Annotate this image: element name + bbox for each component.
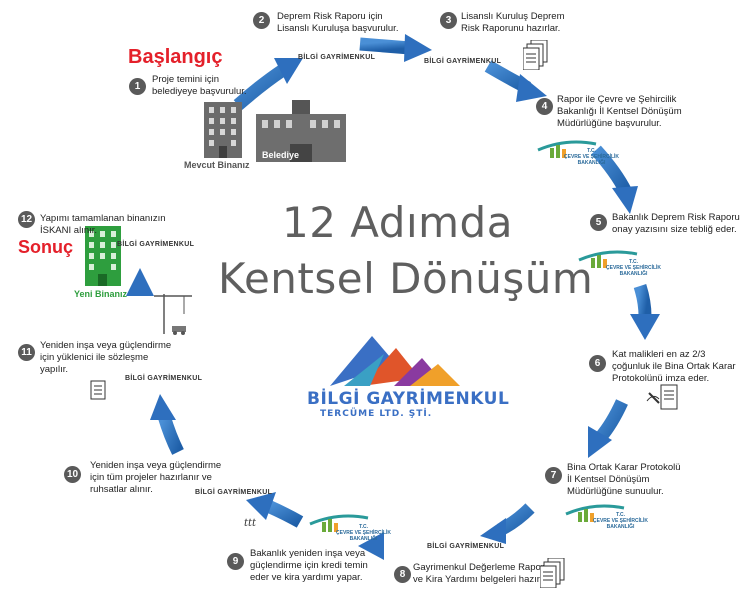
step-text-8: Gayrimenkul Değerleme Raporu ve Kira Yar… (413, 562, 561, 585)
arrow-6-7 (588, 399, 628, 458)
arrow-4-5 (591, 145, 638, 214)
step-text-9: Bakanlık yeniden inşa veya güçlendirme i… (250, 548, 368, 583)
step-text-2: Deprem Risk Raporu için Lisanslı Kuruluş… (277, 11, 399, 34)
start-label: Başlangıç (128, 46, 223, 68)
document-stack-icon-8 (540, 558, 565, 588)
ministry-logo-icon-7 (565, 504, 625, 522)
step-text-7: Bina Ortak Karar Protokolü İl Kentsel Dö… (567, 462, 681, 497)
ministry-logo-icon-4 (537, 140, 597, 158)
ministry-text-7: T.C. ÇEVRE VE ŞEHİRCİLİK BAKANLIĞI (593, 512, 649, 530)
step-text-6: Kat malikleri en az 2/3 çoğunluk ile Bin… (612, 349, 736, 384)
existing-building-icon (204, 102, 242, 158)
arrow-8-9 (358, 532, 422, 560)
brand-logo-icon (330, 336, 460, 386)
ministry-text-4: T.C. ÇEVRE VE ŞEHİRCİLİK BAKANLIĞI (564, 148, 620, 166)
existing-building-label: Mevcut Binanız (184, 160, 250, 170)
step-text-1: Proje temini için belediyeye başvurulur. (152, 74, 247, 97)
title-line-1: 12 Adımda (282, 198, 513, 247)
crane-icon (154, 294, 192, 335)
title-line-2: Kentsel Dönüşüm (218, 254, 594, 303)
step-number-1: 1 (129, 78, 146, 95)
brand-subtitle: TERCÜME LTD. ŞTİ. (320, 409, 433, 419)
ministry-logo-icon-5 (578, 250, 638, 268)
brand-logo-small-12: BİLGİ GAYRİMENKUL (117, 241, 195, 248)
signing-document-icon-6 (646, 384, 678, 410)
step-number-5: 5 (590, 214, 607, 231)
step-number-8: 8 (394, 566, 411, 583)
step-text-11: Yeniden inşa veya güçlendirme için yükle… (40, 340, 172, 375)
arrow-11-12 (126, 268, 154, 352)
brand-logo-small-2: BİLGİ GAYRİMENKUL (298, 54, 376, 61)
brand-logo-small-10: BİLGİ GAYRİMENKUL (195, 489, 273, 496)
document-icon-11 (90, 380, 106, 400)
brand-name: BİLGİ GAYRİMENKUL (307, 389, 510, 409)
step-number-7: 7 (545, 467, 562, 484)
step-number-10: 10 (64, 466, 81, 483)
step-text-3: Lisanslı Kuruluş Deprem Risk Raporunu ha… (461, 11, 565, 34)
brand-logo-small-8: BİLGİ GAYRİMENKUL (427, 543, 505, 550)
step-number-2: 2 (253, 12, 270, 29)
step-text-10: Yeniden inşa veya güçlendirme için tüm p… (90, 460, 222, 495)
new-building-label: Yeni Binanız (74, 289, 128, 299)
brand-logo-small-3: BİLGİ GAYRİMENKUL (424, 58, 502, 65)
municipality-building-icon (256, 100, 346, 162)
ministry-logo-icon-9 (309, 514, 369, 532)
step-number-4: 4 (536, 98, 553, 115)
ministry-text-5: T.C. ÇEVRE VE ŞEHİRCİLİK BAKANLIĞI (606, 259, 662, 277)
step-text-4: Rapor ile Çevre ve Şehircilik Bakanlığı … (557, 94, 682, 129)
step-number-11: 11 (18, 344, 35, 361)
arrow-3-4 (484, 60, 547, 102)
arrow-7-8 (480, 503, 535, 544)
arrow-2-3 (359, 34, 432, 62)
document-stack-icon-3 (523, 40, 548, 70)
step-text-12: Yapımı tamamlanan binanızın İSKANI alını… (40, 213, 166, 236)
new-building-icon (85, 226, 121, 286)
step-number-6: 6 (589, 355, 606, 372)
municipality-label: Belediye (262, 150, 300, 160)
brand-logo-small-11: BİLGİ GAYRİMENKUL (125, 375, 203, 382)
step-number-3: 3 (440, 12, 457, 29)
arrow-5-6 (630, 284, 660, 340)
end-label: Sonuç (18, 237, 74, 257)
arrow-1-2 (233, 58, 303, 110)
step-text-5: Bakanlık Deprem Risk Raporu onay yazısın… (612, 212, 740, 235)
handwritten-marks: ttt (244, 518, 257, 529)
step-number-9: 9 (227, 553, 244, 570)
ministry-text-9: T.C. ÇEVRE VE ŞEHİRCİLİK BAKANLIĞI (336, 524, 392, 542)
arrow-10-11 (150, 394, 184, 455)
step-number-12: 12 (18, 211, 35, 228)
arrow-9-10 (246, 492, 304, 528)
